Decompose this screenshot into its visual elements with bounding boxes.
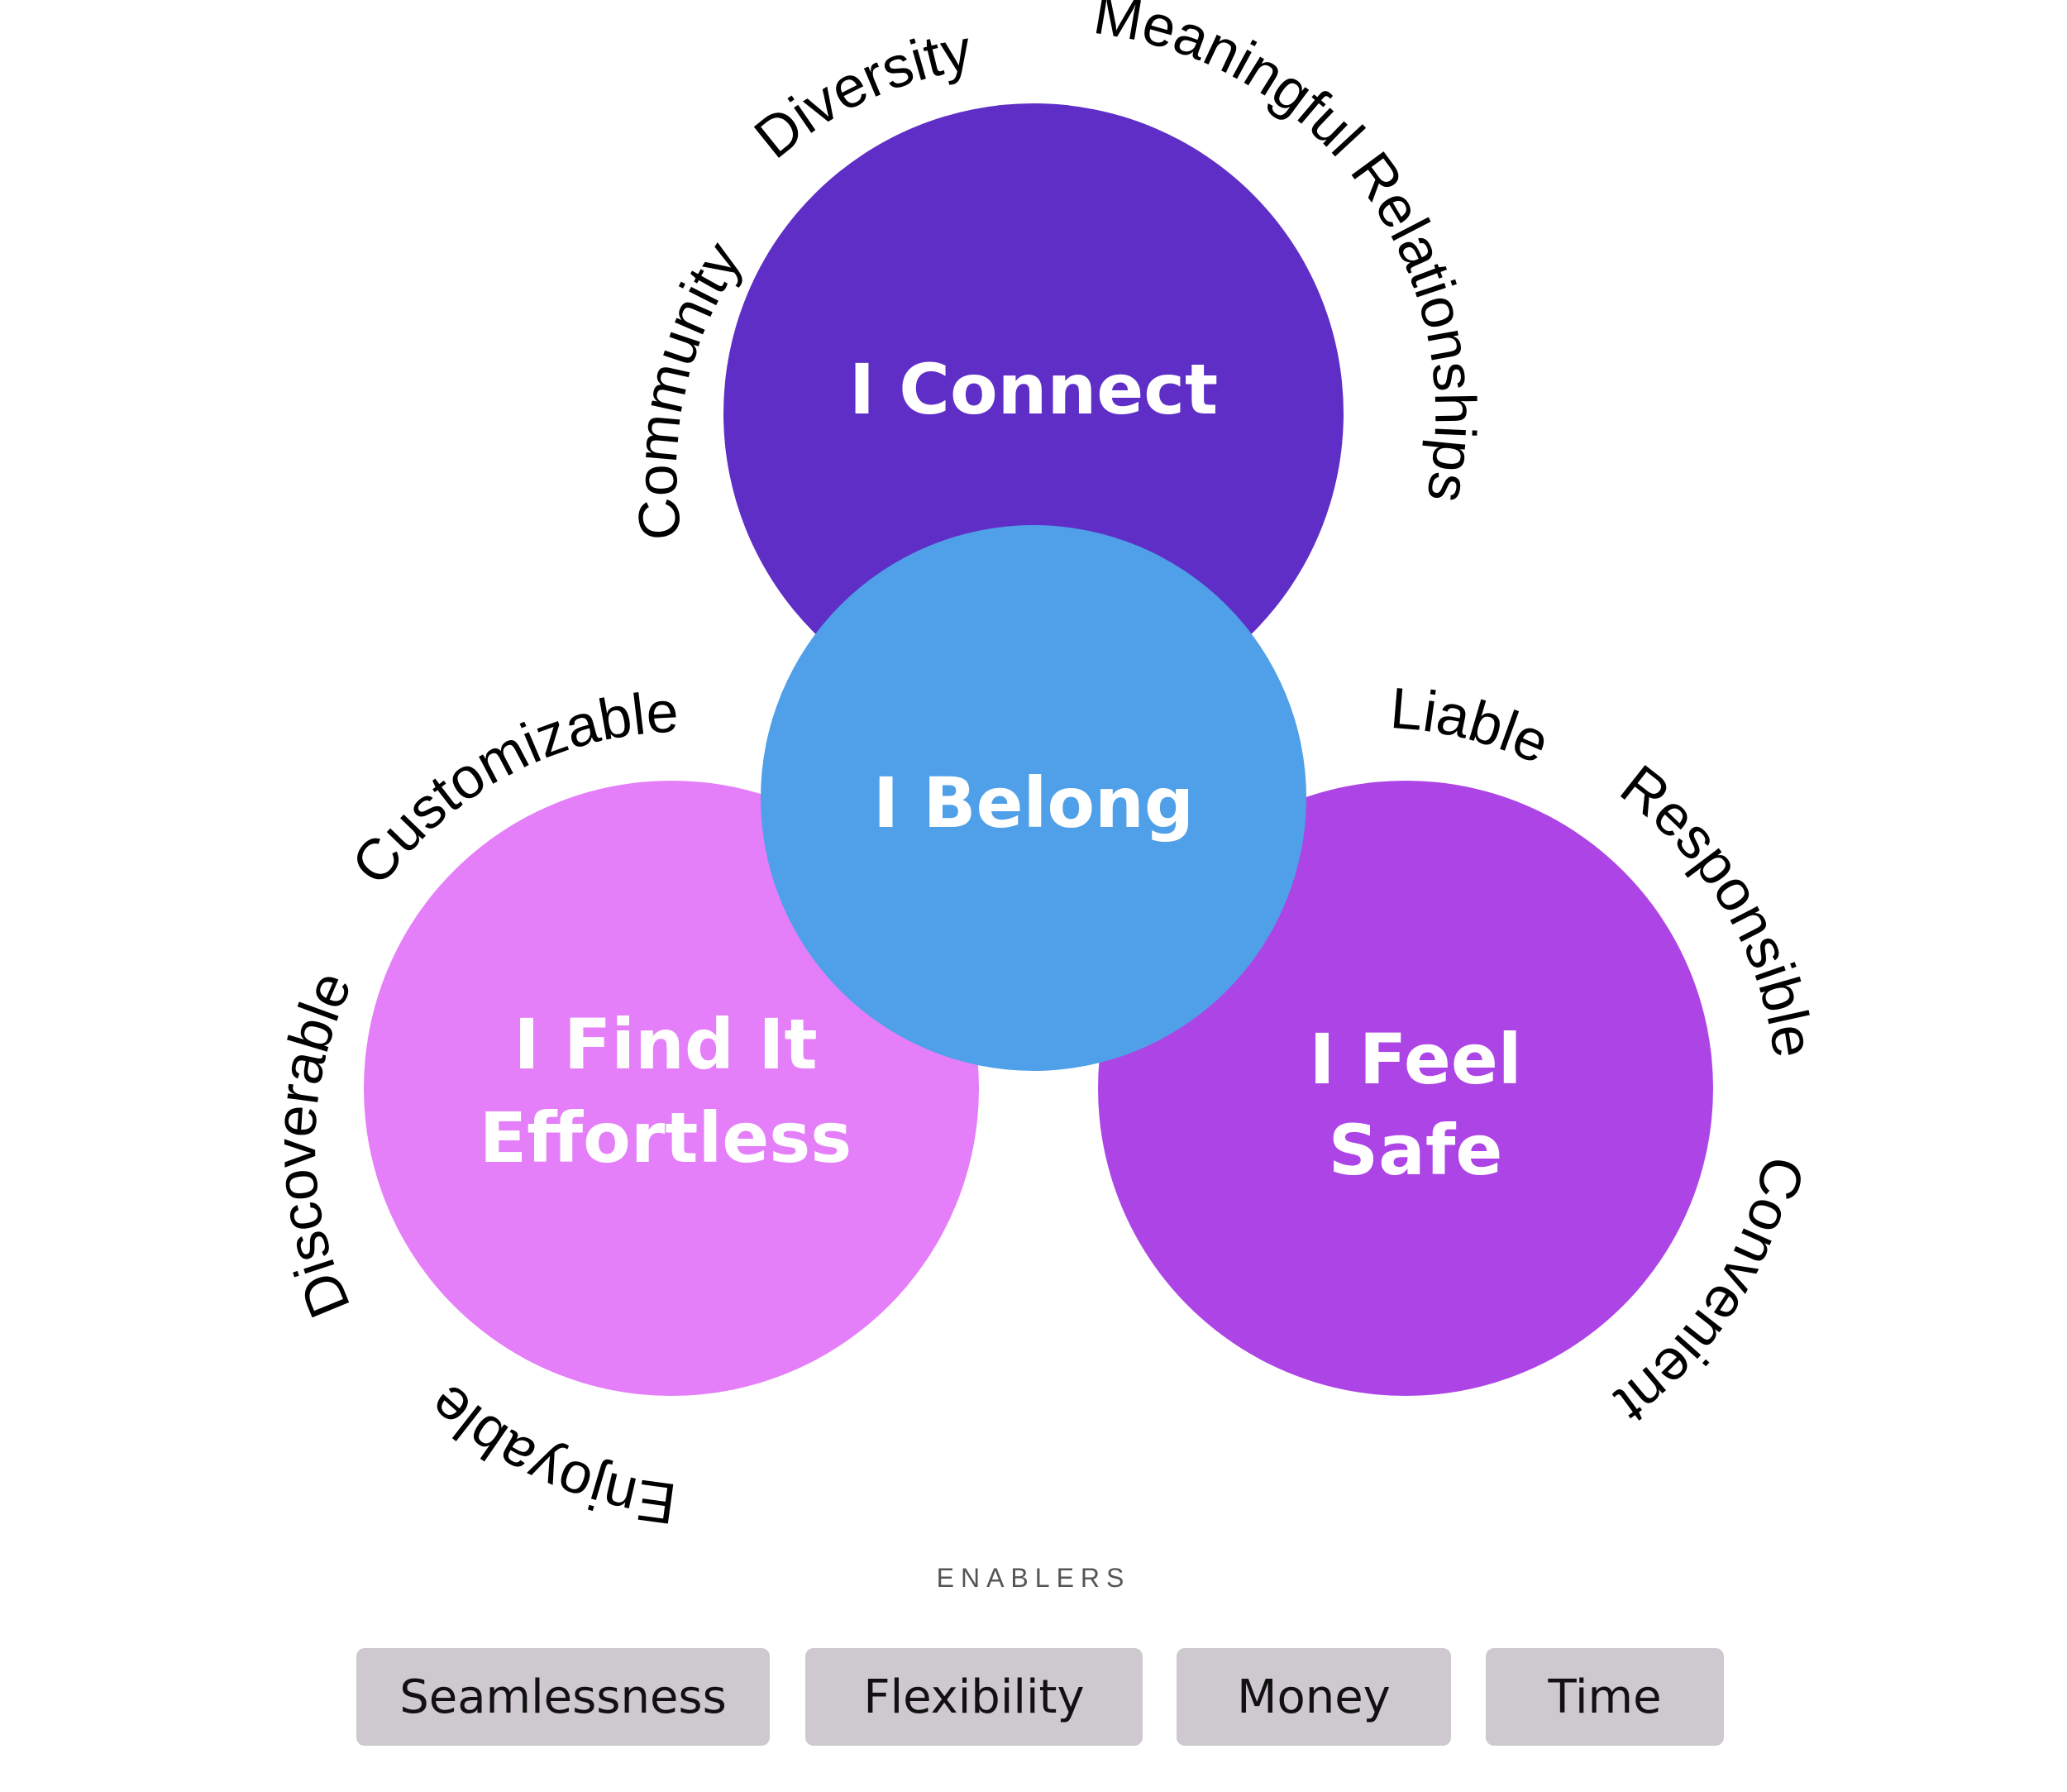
label-enjoyable: Enjoyable (416, 1373, 680, 1530)
label-discoverable-path: Discoverable (263, 962, 364, 1326)
circle-i-belong (761, 525, 1306, 1071)
enablers-heading: ENABLERS (936, 1563, 1131, 1593)
enabler-chip-money: Money (1177, 1648, 1451, 1746)
enabler-chip-time: Time (1486, 1648, 1724, 1746)
title-i-feel-safe-line1: I Feel (1309, 1019, 1521, 1100)
title-i-belong: I Belong (873, 762, 1194, 843)
enablers-list: Seamlessness Flexibility Money Time (0, 1648, 2067, 1746)
title-i-connect: I Connect (849, 349, 1218, 430)
belonging-diagram: I Connect I Belong I Find It Effortless … (263, 0, 1826, 1530)
label-enjoyable-path: Enjoyable (416, 1373, 680, 1530)
label-discoverable: Discoverable (263, 962, 364, 1326)
title-i-find-it-line2: Effortless (480, 1097, 852, 1178)
enabler-chip-seamlessness: Seamlessness (356, 1648, 770, 1746)
title-i-find-it-line1: I Find It (513, 1004, 817, 1085)
label-liable-path: Liable (1388, 676, 1559, 776)
title-i-feel-safe-line2: Safe (1329, 1110, 1503, 1191)
label-liable: Liable (1388, 676, 1559, 776)
enabler-chip-flexibility: Flexibility (805, 1648, 1143, 1746)
circle-i-connect (723, 103, 1344, 724)
